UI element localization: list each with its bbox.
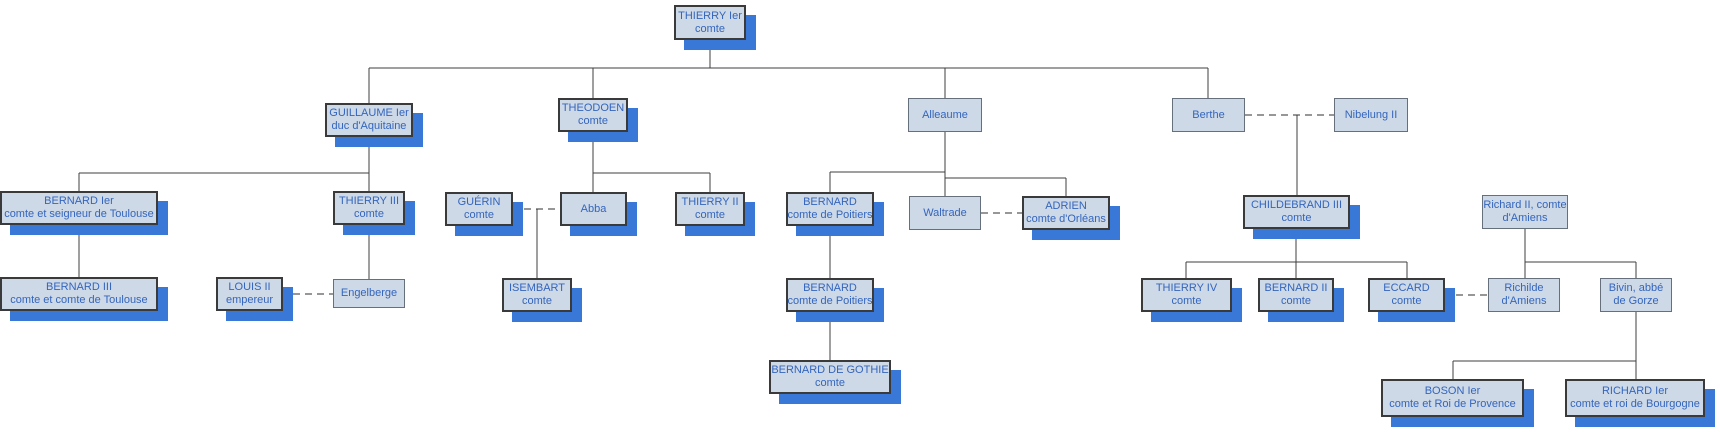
node-label-line: THIERRY Ier [678, 9, 742, 22]
node-nibelung-ii[interactable]: Nibelung II [1334, 98, 1408, 132]
node-label-line: comte et Roi de Provence [1389, 398, 1516, 410]
node-label-line: d'Amiens [1502, 212, 1548, 224]
node-label-line: GUÉRIN [457, 196, 501, 208]
node-label-line: Nibelung II [1344, 108, 1398, 121]
node-label-line: ADRIEN [1045, 200, 1087, 212]
node-label-line: comte et seigneur de Toulouse [4, 208, 154, 220]
node-label-line: Richilde [1504, 282, 1544, 294]
node-alleaume[interactable]: Alleaume [908, 98, 982, 132]
node-label-line: Berthe [1192, 108, 1225, 121]
node-label-line: CHILDEBRAND III [1250, 199, 1343, 211]
node-label-line: ISEMBART [508, 282, 566, 294]
node-label-line: BOSON Ier [1424, 385, 1481, 397]
node-label-line: comte [695, 209, 725, 221]
node-label-line: de Gorze [1613, 295, 1659, 307]
node-label-line: comte [522, 295, 552, 307]
node-label-line: BERNARD Ier [44, 195, 114, 207]
node-label-line: THEODOEN [561, 102, 625, 114]
node-label-line: comte et comte de Toulouse [10, 294, 148, 306]
node-label-line: comte [1281, 295, 1311, 307]
node-abba[interactable]: Abba [560, 192, 627, 226]
node-label-line: comte [1171, 295, 1202, 307]
node-label-line: comte de Poitiers [787, 295, 873, 307]
node-label-line: LOUIS II [228, 281, 271, 293]
node-label-line: Engelberge [340, 287, 398, 299]
node-label-line: comte [1391, 295, 1422, 307]
node-label-line: comte [464, 209, 494, 221]
node-label-line: THIERRY II [681, 196, 739, 208]
node-label-line: RICHARD Ier [1601, 385, 1668, 397]
node-label-line: GUILLAUME Ier [329, 107, 409, 119]
node-label-line: BERNARD II [1264, 282, 1328, 294]
node-label-line: comte de Poitiers [787, 209, 873, 221]
node-label-line: THIERRY III [338, 195, 400, 207]
node-label-line: comte [1281, 212, 1312, 224]
node-engelberge[interactable]: Engelberge [333, 279, 405, 308]
node-label-line: BERNARD [803, 196, 857, 208]
node-berthe[interactable]: Berthe [1172, 98, 1245, 132]
node-label-line: Alleaume [922, 108, 968, 121]
node-waltrade[interactable]: Waltrade [909, 196, 981, 230]
node-label-line: comte d'Orléans [1026, 213, 1106, 225]
node-label-line: BERNARD III [45, 281, 112, 293]
node-label-line: Abba [580, 202, 607, 215]
node-label-line: comte [578, 115, 608, 127]
node-label-line: d'Amiens [1501, 295, 1547, 307]
node-label-line: Waltrade [923, 206, 967, 219]
node-label-line: comte [815, 377, 845, 389]
node-label-line: comte [695, 22, 725, 35]
node-label-line: Richard II, comte [1483, 199, 1567, 211]
node-label-line: empereur [225, 294, 274, 306]
node-label-line: comte [354, 208, 384, 220]
node-label-line: comte et roi de Bourgogne [1570, 398, 1700, 410]
node-label-line: Bivin, abbé [1608, 282, 1664, 294]
node-label-line: ECCARD [1383, 282, 1430, 294]
node-label-line: BERNARD DE GOTHIE [771, 364, 889, 376]
node-label-line: THIERRY IV [1155, 282, 1218, 294]
node-label-line: BERNARD [803, 282, 857, 294]
node-label-line: duc d'Aquitaine [331, 120, 407, 132]
